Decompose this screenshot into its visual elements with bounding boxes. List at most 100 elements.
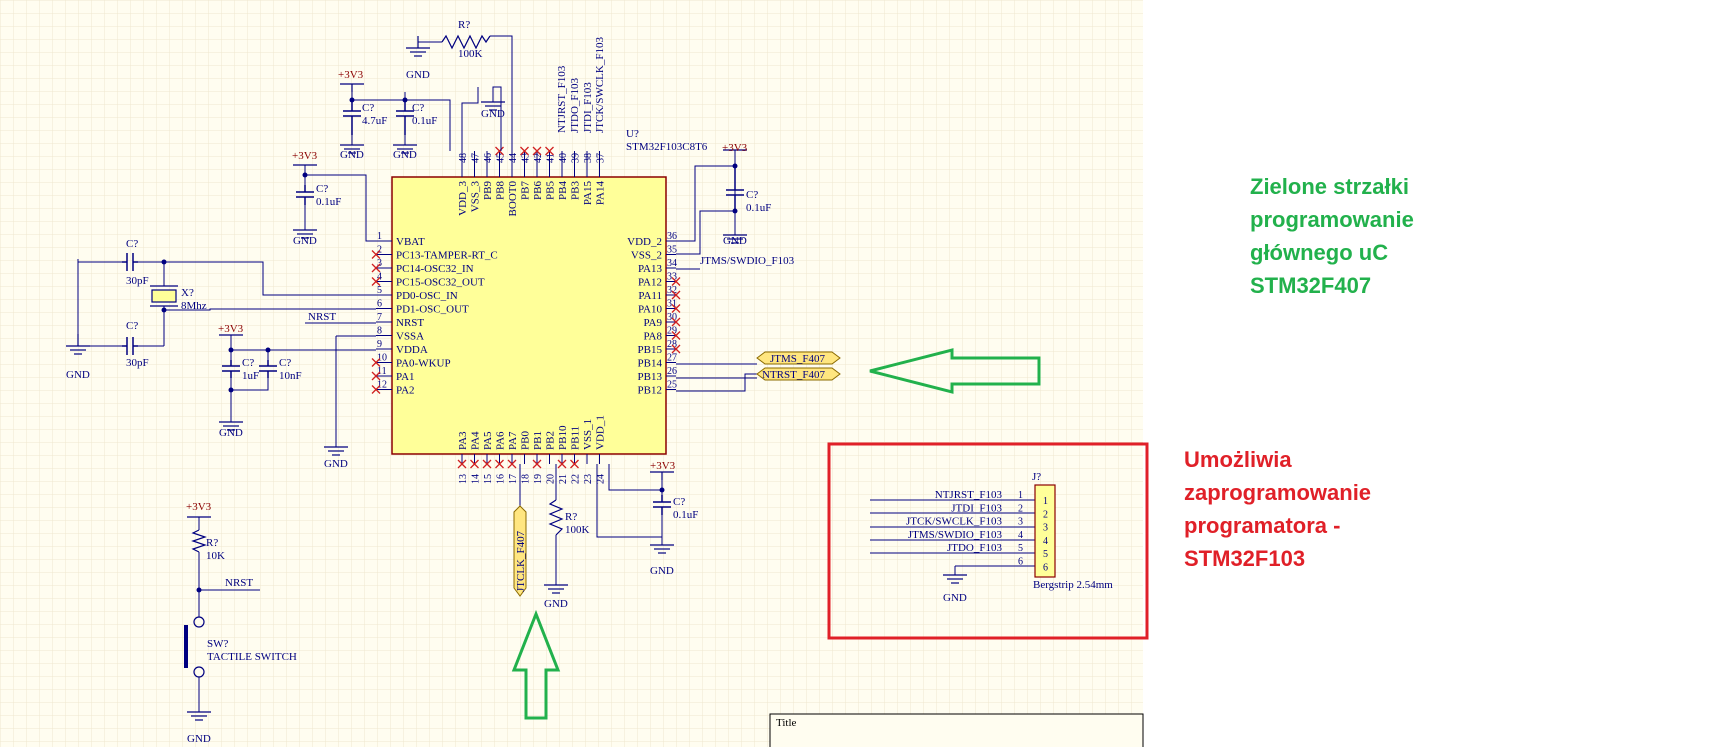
mcu-pin-number: 47	[471, 153, 482, 163]
no-connect-mark	[371, 371, 381, 381]
no-connect-mark	[671, 317, 681, 327]
v33-label-6: +3V3	[186, 501, 212, 513]
mcu-pin-name: PA13	[638, 263, 663, 275]
net-label-jtms-pa13: JTMS/SWDIO_F103	[700, 255, 795, 267]
no-connect-mark	[470, 459, 479, 469]
mcu-pin-name: PA14	[595, 181, 607, 206]
cap-vbat-designator: C?	[316, 183, 328, 195]
port-ntrst-label: NTRST_F407	[762, 369, 825, 381]
connector-pin-index: 1	[1043, 496, 1048, 507]
switch-designator: SW?	[207, 638, 229, 650]
resistor-10k	[191, 529, 207, 553]
mcu-pin-name: PB6	[532, 181, 544, 200]
mcu-pin-name: PB1	[532, 431, 544, 450]
mcu-pin-name: PD1-OSC_OUT	[396, 304, 469, 316]
mcu-pin-number: 3	[377, 258, 382, 269]
mcu-pin-number: 2	[377, 245, 382, 256]
mcu-pin-name: PC15-OSC32_OUT	[396, 277, 485, 289]
r-boot-designator: R?	[565, 511, 577, 523]
mcu-pin-number: 21	[558, 474, 569, 484]
cap-vbat	[296, 185, 314, 205]
cap-1u-designator: C?	[242, 357, 254, 369]
connector-pins: 11NTJRST_F10322JTDI_F10333JTCK/SWCLK_F10…	[906, 489, 1048, 574]
mcu-pin-number: 1	[377, 231, 382, 242]
mcu-pin-name: VSS_2	[631, 250, 662, 262]
cap-vbat-value: 0.1uF	[316, 196, 341, 208]
mcu-pin-name: PC13-TAMPER-RT_C	[396, 250, 498, 262]
r-10k-designator: R?	[206, 537, 218, 549]
cap-30p-bottom-value: 30pF	[126, 357, 149, 369]
mcu-pin-name: PB7	[520, 181, 532, 200]
gnd-label-2: GND	[481, 108, 505, 120]
note-green-line: STM32F407	[1250, 273, 1372, 298]
mcu-pin-number: 28	[667, 339, 677, 350]
mcu-pin-name: PB5	[545, 181, 557, 200]
note-red: Umożliwia zaprogramowanie programatora -…	[1184, 443, 1371, 575]
cap-vdd2	[726, 166, 744, 211]
note-green-line: programowanie	[1250, 207, 1414, 232]
cap-4u7	[343, 100, 361, 135]
mcu-pin-name: PA8	[643, 331, 662, 343]
mcu-pin-number: 9	[377, 339, 382, 350]
mcu-pin-name: PA1	[396, 371, 415, 383]
cap-0u1a-value: 0.1uF	[412, 115, 437, 127]
mcu-pin-name: PA7	[507, 431, 519, 450]
no-connect-mark	[495, 459, 504, 469]
no-connect-mark	[671, 290, 681, 300]
mcu-pin-name: PB12	[638, 385, 662, 397]
mcu-pin-number: 42	[533, 153, 544, 163]
mcu-pin-name: PB3	[570, 181, 582, 200]
no-connect-mark	[671, 277, 681, 286]
mcu-pin-number: 7	[377, 312, 382, 323]
mcu-pin-name: PB15	[638, 344, 663, 356]
net-label-nrst-switch: NRST	[225, 577, 253, 589]
mcu-pin-name: PB0	[520, 431, 532, 450]
connector-pin-number: 3	[1018, 517, 1023, 528]
cap-vdd2-value: 0.1uF	[746, 202, 771, 214]
no-connect-mark	[532, 459, 542, 469]
mcu-pin-number: 39	[571, 153, 582, 163]
mcu-pin-number: 33	[667, 272, 677, 283]
connector-net-label: NTJRST_F103	[935, 489, 1003, 501]
port-jtclk: JTCLK_F407	[513, 505, 527, 597]
mcu-pin-number: 48	[458, 153, 469, 163]
no-connect-mark	[371, 263, 381, 273]
cap-4u7-value: 4.7uF	[362, 115, 387, 127]
no-connect-mark	[532, 146, 542, 156]
net-label-ntjrst-top: NTJRST_F103	[556, 65, 568, 133]
wires	[77, 35, 1035, 712]
mcu-pin-number: 20	[546, 474, 557, 484]
no-connect-mark	[671, 344, 681, 354]
v33-label-1: +3V3	[338, 69, 364, 81]
mcu-pin-number: 12	[377, 380, 387, 391]
connector-pin-index: 4	[1043, 536, 1048, 547]
mcu-pin-number: 23	[583, 474, 594, 484]
net-label-nrst: NRST	[308, 311, 336, 323]
note-green-line: głównego uC	[1250, 240, 1389, 265]
v33-label-5: +3V3	[650, 460, 676, 472]
green-arrow-left	[869, 348, 1041, 394]
connector-pin-index: 5	[1043, 549, 1048, 560]
note-red-line: Umożliwia	[1184, 447, 1292, 472]
switch-value: TACTILE SWITCH	[207, 651, 297, 663]
port-ntrst: NTRST_F407	[756, 367, 841, 381]
connector-pin-index: 6	[1043, 563, 1048, 574]
resistors	[191, 34, 564, 553]
no-connect-mark	[482, 459, 492, 469]
v33-label-4: +3V3	[722, 142, 748, 154]
no-connect-mark	[570, 459, 579, 469]
mcu-pin-name: PA15	[582, 181, 594, 206]
connector-net-label: JTDI_F103	[951, 502, 1002, 514]
mcu-pin-name: PB14	[638, 358, 663, 370]
mcu-pin-name: VBAT	[396, 236, 425, 248]
cap-10n-value: 10nF	[279, 370, 302, 382]
gnd-label-3: GND	[340, 149, 364, 161]
mcu-pin-number: 30	[667, 312, 677, 323]
mcu-pin-name: VDDA	[396, 344, 428, 356]
note-red-line: zaprogramowanie	[1184, 480, 1372, 505]
junctions	[161, 97, 738, 593]
mcu-pin-number: 41	[546, 153, 557, 163]
mcu-pin-number: 11	[377, 366, 387, 377]
